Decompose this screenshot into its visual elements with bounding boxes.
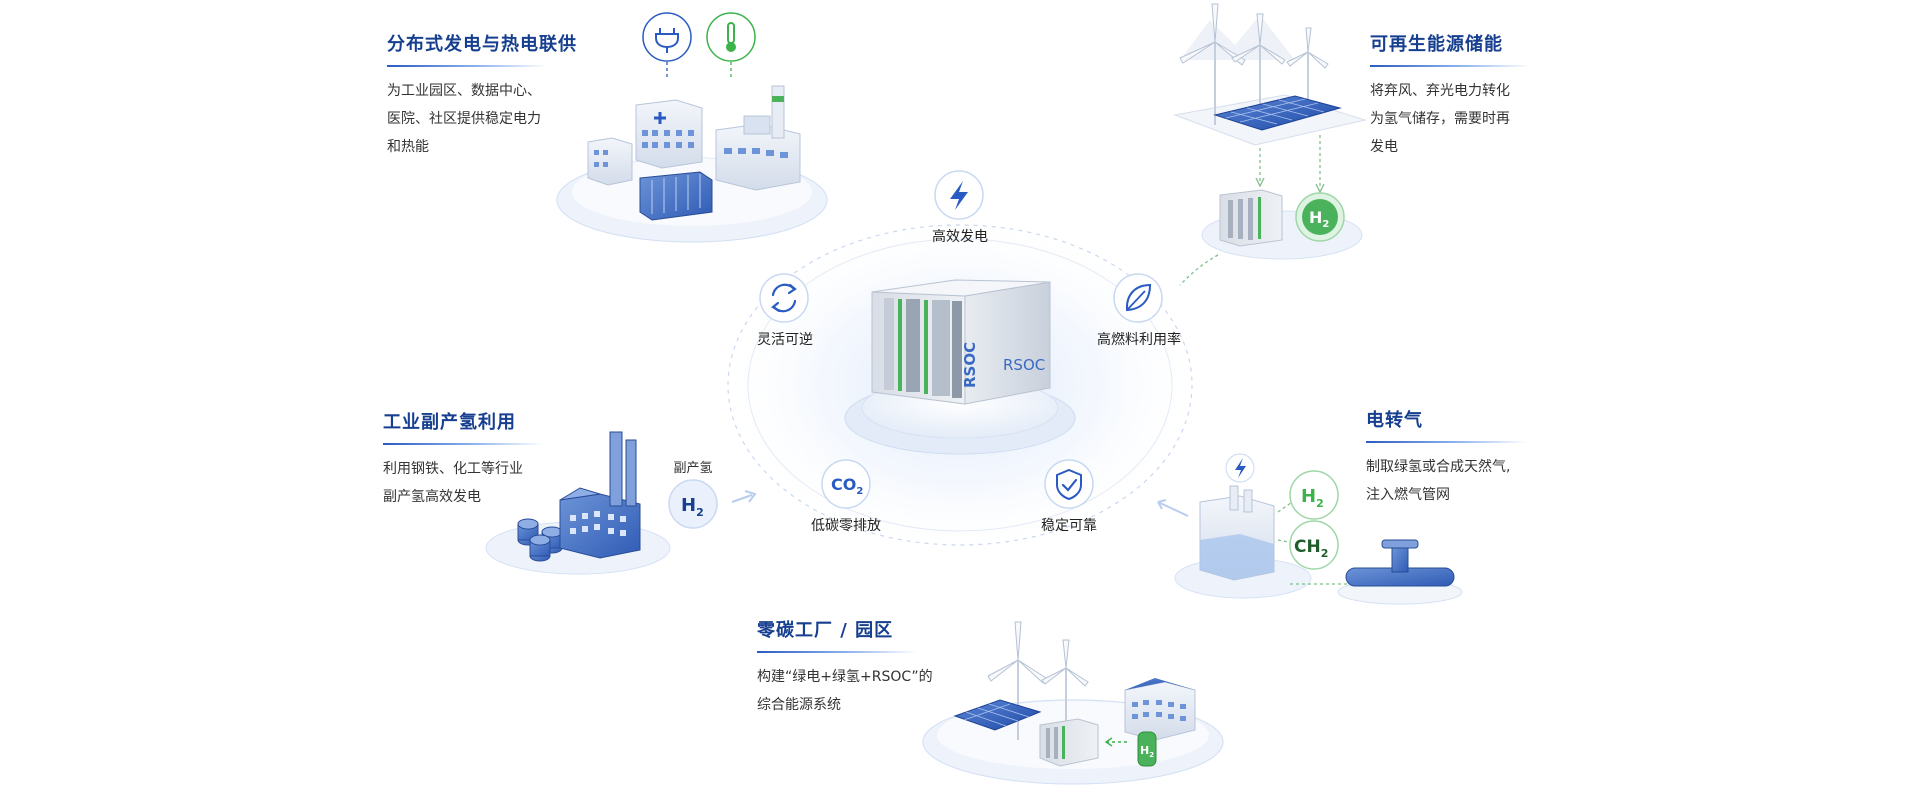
zero-carbon-illustration: H2 <box>922 621 1224 785</box>
app-title-zero-carbon: 零碳工厂 / 园区 <box>757 620 894 641</box>
thermometer-icon <box>726 22 736 52</box>
feature-label-lowcarbon: 低碳零排放 <box>811 518 881 534</box>
app-desc-chp: 为工业园区、数据中心、 医院、社区提供稳定电力 和热能 <box>387 83 541 155</box>
p2g-h2-badge <box>1289 470 1339 520</box>
chp-illustration <box>556 12 828 243</box>
app-desc-p2g: 制取绿氢或合成天然气, 注入燃气管网 <box>1366 459 1511 503</box>
app-block-storage: 可再生能源储能 将弃风、弃光电力转化 为氢气储存，需要时再 发电 <box>1370 30 1530 161</box>
app-title-storage: 可再生能源储能 <box>1370 34 1503 55</box>
feature-label-reversible: 灵活可逆 <box>757 332 813 348</box>
title-underline <box>383 443 543 445</box>
app-title-chp: 分布式发电与热电联供 <box>387 34 577 55</box>
shield-check-icon <box>1056 468 1082 501</box>
feature-icon-lowcarbon: CO2 <box>821 459 871 509</box>
feature-icon-reliable <box>1044 459 1094 509</box>
byproduct-h2-badge <box>668 479 718 529</box>
feature-label-reliable: 稳定可靠 <box>1041 518 1097 534</box>
app-block-p2g: 电转气 制取绿氢或合成天然气, 注入燃气管网 <box>1366 406 1526 509</box>
feature-label-fuel: 高燃料利用率 <box>1097 332 1181 348</box>
app-block-chp: 分布式发电与热电联供 为工业园区、数据中心、 医院、社区提供稳定电力 和热能 <box>387 30 577 161</box>
title-underline <box>387 65 547 67</box>
byproduct-h2-badge-text: H2 <box>681 495 704 519</box>
p2g-ch-badge-text: CH2 <box>1294 537 1328 560</box>
h2-storage-badge-text: H2 <box>1309 208 1329 230</box>
cycle-arrows-icon <box>771 283 797 313</box>
lightning-icon <box>950 181 968 210</box>
app-block-zero-carbon: 零碳工厂 / 园区 构建“绿电+绿氢+RSOC”的 综合能源系统 <box>757 616 933 719</box>
app-desc-zero-carbon: 构建“绿电+绿氢+RSOC”的 综合能源系统 <box>757 669 933 713</box>
app-title-byproduct: 工业副产氢利用 <box>383 412 516 433</box>
storage-illustration: H2 <box>1173 3 1367 286</box>
feature-icon-fuel <box>1113 273 1163 323</box>
feature-icon-efficient <box>934 170 984 220</box>
byproduct-h2-label: 副产氢 <box>673 461 713 476</box>
title-underline <box>1366 441 1526 443</box>
app-desc-byproduct: 利用钢铁、化工等行业 副产氢高效发电 <box>383 461 523 505</box>
p2g-ch-badge <box>1289 520 1339 570</box>
orbit-ring <box>727 224 1193 546</box>
p2g-h2-badge-text: H2 <box>1301 486 1324 510</box>
device-logo-text: RSOC <box>961 342 979 388</box>
co2-icon: CO2 <box>831 475 863 497</box>
leaf-icon <box>1125 283 1152 312</box>
power-plug-icon <box>655 28 679 53</box>
feature-label-efficient: 高效发电 <box>932 229 988 245</box>
rsoc-device: RSOC RSOC <box>844 279 1076 455</box>
title-underline <box>757 651 917 653</box>
p2g-illustration: H2 CH2 <box>1157 453 1463 605</box>
p2g-lightning-icon <box>1235 458 1246 478</box>
app-block-byproduct: 工业副产氢利用 利用钢铁、化工等行业 副产氢高效发电 <box>383 408 543 511</box>
zero-carbon-h2-tank <box>1137 731 1157 767</box>
byproduct-illustration: H2 <box>485 431 757 575</box>
zero-carbon-h2-tank-text: H2 <box>1140 744 1154 759</box>
feature-icon-reversible <box>759 273 809 323</box>
app-desc-storage: 将弃风、弃光电力转化 为氢气储存，需要时再 发电 <box>1370 83 1510 155</box>
app-title-p2g: 电转气 <box>1366 410 1423 431</box>
orbit-ring-inner <box>747 238 1173 532</box>
title-underline <box>1370 65 1530 67</box>
device-side-text: RSOC <box>1003 356 1045 374</box>
